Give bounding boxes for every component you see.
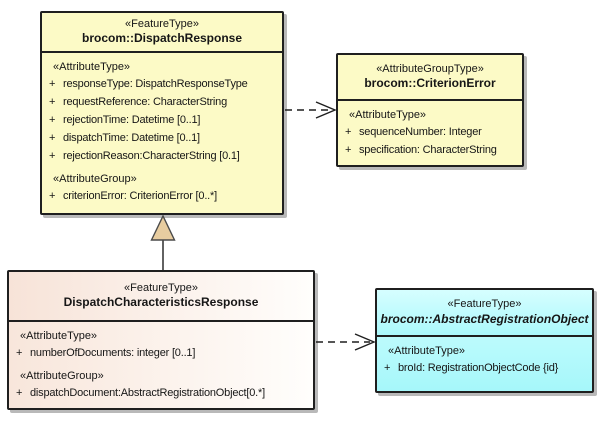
section-label-attribute-type: «AttributeType» xyxy=(53,61,131,73)
class-box-abstract-registration-object[interactable]: «FeatureType» brocom::AbstractRegistrati… xyxy=(375,288,594,393)
attribute-row: + rejectionTime: Datetime [0..1] xyxy=(42,111,282,129)
section-label-attribute-type: «AttributeType» xyxy=(20,330,98,342)
section-label-attribute-group: «AttributeGroup» xyxy=(53,173,137,185)
class-header: «AttributeGroupType» brocom::CriterionEr… xyxy=(338,55,522,101)
class-box-dispatch-characteristics-response[interactable]: «FeatureType» DispatchCharacteristicsRes… xyxy=(7,270,315,410)
class-header: «FeatureType» brocom::DispatchResponse xyxy=(42,13,282,53)
visibility-marker: + xyxy=(384,362,391,374)
stereotype-label: «FeatureType» xyxy=(124,281,198,294)
attribute-row: + criterionError: CriterionError [0..*] xyxy=(42,187,282,205)
section-label-attribute-type: «AttributeType» xyxy=(349,109,427,121)
attribute-compartment: «AttributeType» + sequenceNumber: Intege… xyxy=(338,101,522,159)
attribute-text: criterionError: CriterionError [0..*] xyxy=(63,190,217,202)
attribute-row: + dispatchTime: Datetime [0..1] xyxy=(42,129,282,147)
class-header: «FeatureType» brocom::AbstractRegistrati… xyxy=(377,290,592,337)
visibility-marker: + xyxy=(16,387,23,399)
class-box-criterion-error[interactable]: «AttributeGroupType» brocom::CriterionEr… xyxy=(336,53,524,167)
visibility-marker: + xyxy=(16,347,23,359)
visibility-marker: + xyxy=(49,150,56,162)
section-label-attribute-type: «AttributeType» xyxy=(388,345,466,357)
dependency-arrow-dispatch-response-to-criterion-error[interactable] xyxy=(285,101,337,119)
class-header: «FeatureType» DispatchCharacteristicsRes… xyxy=(9,272,313,322)
visibility-marker: + xyxy=(49,78,56,90)
attribute-text: dispatchTime: Datetime [0..1] xyxy=(63,132,200,144)
class-name: brocom::DispatchResponse xyxy=(81,31,243,46)
section-label-attribute-group: «AttributeGroup» xyxy=(20,370,104,382)
stereotype-label: «FeatureType» xyxy=(125,17,199,30)
attribute-text: rejectionTime: Datetime [0..1] xyxy=(63,114,201,126)
class-name: DispatchCharacteristicsResponse xyxy=(63,295,259,310)
attribute-row: + dispatchDocument:AbstractRegistrationO… xyxy=(9,384,313,402)
dependency-arrow-dispatch-characteristics-to-abstract-registration-object[interactable] xyxy=(316,333,376,351)
attribute-row: + responseType: DispatchResponseType xyxy=(42,75,282,93)
class-box-dispatch-response[interactable]: «FeatureType» brocom::DispatchResponse «… xyxy=(40,11,284,215)
attribute-text: numberOfDocuments: integer [0..1] xyxy=(30,347,196,359)
attribute-row: + numberOfDocuments: integer [0..1] xyxy=(9,344,313,362)
visibility-marker: + xyxy=(345,126,352,138)
attribute-text: requestReference: CharacterString xyxy=(63,96,227,108)
attribute-row: + rejectionReason:CharacterString [0.1] xyxy=(42,147,282,165)
attribute-compartment: «AttributeType» + responseType: Dispatch… xyxy=(42,53,282,205)
attribute-text: dispatchDocument:AbstractRegistrationObj… xyxy=(30,387,265,399)
visibility-marker: + xyxy=(49,114,56,126)
attribute-text: specification: CharacterString xyxy=(359,144,497,156)
attribute-row: + sequenceNumber: Integer xyxy=(338,123,522,141)
attribute-text: broId: RegistrationObjectCode {id} xyxy=(398,362,559,374)
attribute-row: + requestReference: CharacterString xyxy=(42,93,282,111)
visibility-marker: + xyxy=(345,144,352,156)
attribute-compartment: «AttributeType» + numberOfDocuments: int… xyxy=(9,322,313,402)
attribute-compartment: «AttributeType» + broId: RegistrationObj… xyxy=(377,337,592,377)
stereotype-label: «AttributeGroupType» xyxy=(376,62,484,75)
class-name: brocom::AbstractRegistrationObject xyxy=(380,311,589,326)
attribute-text: sequenceNumber: Integer xyxy=(359,126,482,138)
attribute-row: + broId: RegistrationObjectCode {id} xyxy=(377,359,592,377)
attribute-text: rejectionReason:CharacterString [0.1] xyxy=(63,150,240,162)
generalization-arrow-dispatch-characteristics-to-dispatch-response[interactable] xyxy=(150,214,176,270)
attribute-row: + specification: CharacterString xyxy=(338,141,522,159)
class-name: brocom::CriterionError xyxy=(364,76,496,91)
stereotype-label: «FeatureType» xyxy=(447,298,522,311)
attribute-text: responseType: DispatchResponseType xyxy=(63,78,248,90)
visibility-marker: + xyxy=(49,132,56,144)
visibility-marker: + xyxy=(49,190,56,202)
visibility-marker: + xyxy=(49,96,56,108)
